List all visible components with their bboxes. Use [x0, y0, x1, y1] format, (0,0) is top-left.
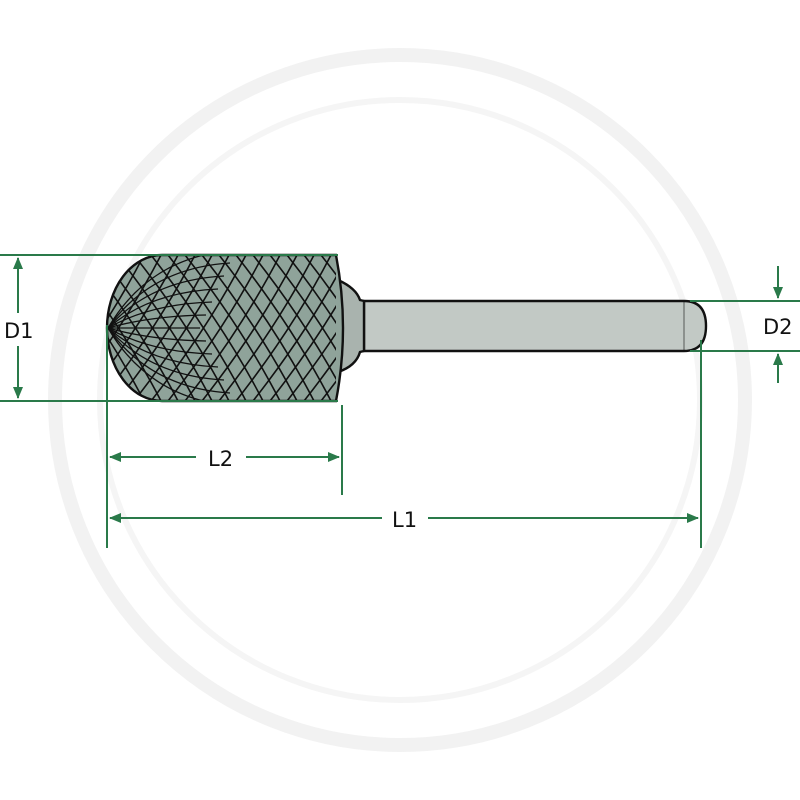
tip-flute-line — [107, 327, 237, 401]
l2-label: L2 — [208, 447, 233, 471]
flute-line — [303, 255, 336, 401]
tip-flute-line — [107, 327, 231, 394]
flute-line — [201, 255, 298, 401]
tool-neck — [336, 278, 366, 374]
flute-line — [218, 255, 315, 401]
flute-line — [303, 255, 336, 401]
l1-label: L1 — [392, 508, 417, 532]
tip-flute-line — [107, 275, 225, 329]
flute-line — [252, 255, 336, 401]
d1-label: D1 — [4, 319, 34, 343]
flute-line — [286, 255, 336, 401]
tip-flute-line — [107, 255, 237, 329]
tip-flute-line — [107, 314, 207, 329]
flute-line — [107, 255, 145, 401]
tip-flute-line — [107, 327, 219, 368]
tip-flute-line — [107, 288, 219, 329]
tip-flute-line — [107, 301, 213, 329]
tip-flute-line — [107, 327, 213, 355]
flute-line — [269, 255, 336, 401]
flute-line — [150, 255, 247, 401]
dimension-lines — [0, 254, 800, 548]
tip-flute-line — [107, 327, 225, 381]
tool-shank — [362, 299, 708, 353]
flute-line — [184, 255, 281, 401]
flute-line — [286, 255, 336, 401]
tip-flute-line — [107, 262, 231, 329]
flute-line — [320, 255, 336, 401]
tip-flute-line — [107, 327, 207, 342]
flute-line — [107, 255, 145, 401]
flute-line — [235, 255, 332, 401]
flute-line — [320, 255, 336, 401]
d2-label: D2 — [763, 315, 793, 339]
